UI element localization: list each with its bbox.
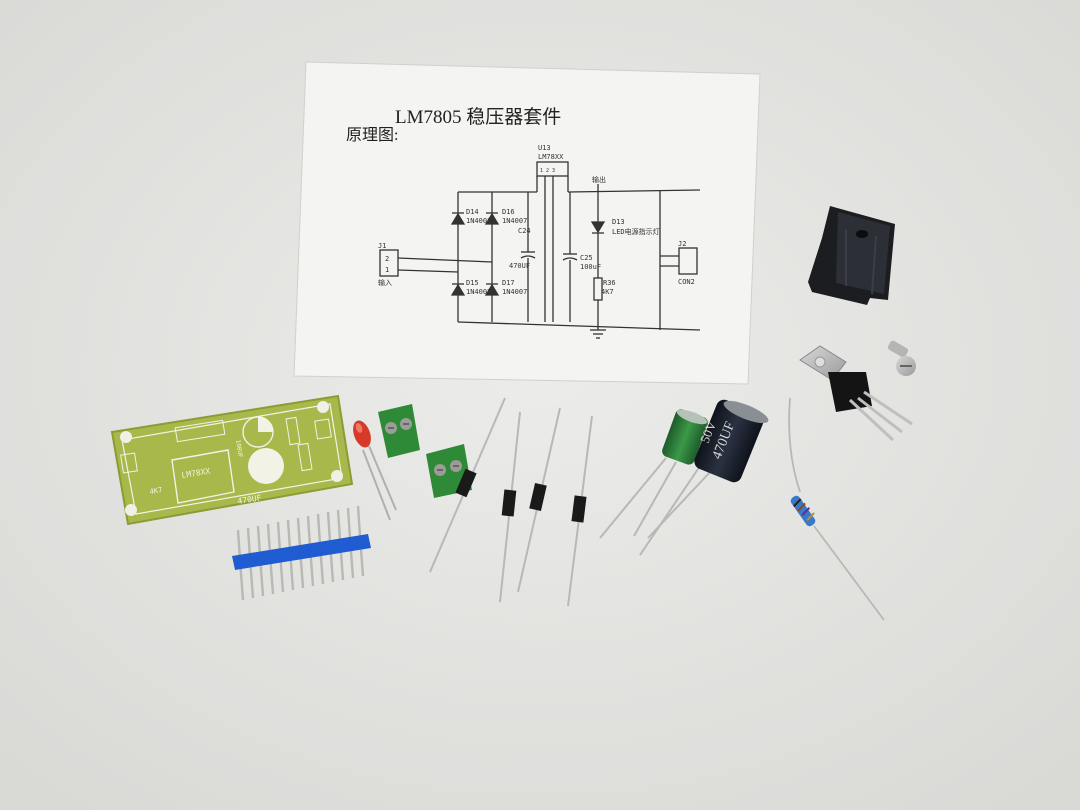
paper-subtitle: 原理图: <box>346 127 398 144</box>
pin-header <box>232 505 371 601</box>
capacitor-large: 470UF 50V <box>639 399 769 556</box>
label-r36: R36 <box>603 279 616 287</box>
pcb-cap-label: 470UF <box>237 493 262 506</box>
resistor <box>788 397 885 621</box>
diode-3 <box>517 407 561 593</box>
label-j1-pin2: 2 <box>385 255 389 263</box>
label-j1: J1 <box>378 242 386 250</box>
paper-title: LM7805 稳压器套件 <box>395 106 561 128</box>
label-j1-desc: 输入 <box>378 278 392 287</box>
label-c25-val: 100uF <box>580 263 601 271</box>
label-d13-desc: LED电源指示灯 <box>612 227 660 236</box>
diode-4 <box>567 415 593 607</box>
label-j2: J2 <box>678 240 686 248</box>
screw <box>887 340 916 376</box>
label-lm78xx: LM78XX <box>538 153 564 161</box>
label-d14: D14 <box>466 208 479 216</box>
label-r36-val: 4K7 <box>601 288 614 296</box>
label-output: 输出 <box>592 175 606 184</box>
label-d14-part: 1N4007 <box>466 217 491 225</box>
schematic-paper: LM7805 稳压器套件 原理图: <box>293 61 761 385</box>
label-d15: D15 <box>466 279 479 287</box>
label-d15-part: 1N4007 <box>466 288 491 296</box>
pcb-r-label: 4K7 <box>149 486 163 496</box>
schematic-diagram <box>379 161 701 339</box>
label-u13: U13 <box>538 144 551 152</box>
red-led <box>353 420 397 521</box>
label-d16-part: 1N4007 <box>502 217 527 225</box>
voltage-regulator <box>799 345 913 442</box>
diode-1 <box>429 397 506 573</box>
pcb-ic-label: LM78XX <box>181 467 211 480</box>
label-c24-val: 470UF <box>509 262 530 270</box>
label-d13: D13 <box>612 218 625 226</box>
label-j1-pin1: 1 <box>385 266 389 274</box>
diode-2 <box>499 411 521 603</box>
pcb-c-label: 100UF <box>234 439 244 458</box>
label-c24: C24 <box>518 227 531 235</box>
label-d17: D17 <box>502 279 515 287</box>
label-c25: C25 <box>580 254 593 262</box>
label-j2-desc: CON2 <box>678 278 695 286</box>
heatsink <box>808 206 895 305</box>
label-reg-pins: 1 2 3 <box>540 168 555 174</box>
pcb-board: LM78XX 470UF 4K7 100UF <box>110 394 354 526</box>
capacitor-small <box>599 409 708 539</box>
label-d16: D16 <box>502 208 515 216</box>
terminal-block-1 <box>378 404 420 458</box>
label-d17-part: 1N4007 <box>502 288 527 296</box>
